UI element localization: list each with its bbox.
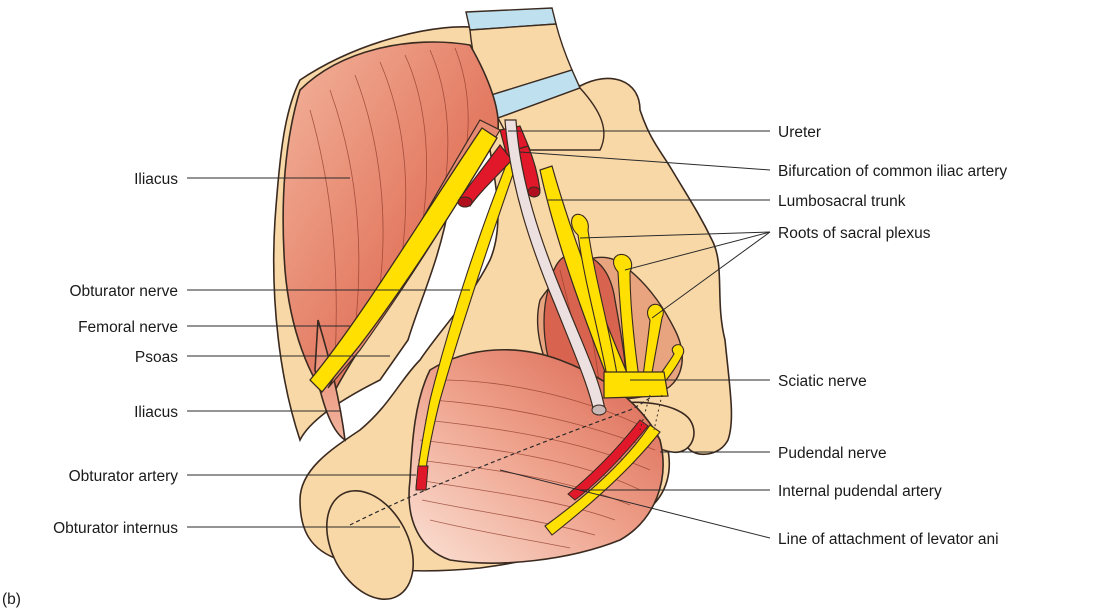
label-psoas: Psoas	[135, 349, 178, 366]
label-obturator-nerve: Obturator nerve	[69, 283, 178, 300]
panel-label: (b)	[2, 591, 21, 608]
external-iliac-artery-cut	[458, 197, 472, 207]
ureter-cut-end	[592, 405, 606, 415]
label-internal-pudendal-artery: Internal pudendal artery	[778, 483, 942, 500]
label-ureter: Ureter	[778, 124, 821, 141]
obturator-artery	[416, 466, 428, 490]
label-sciatic-nerve: Sciatic nerve	[778, 373, 867, 390]
label-iliacus-lower: Iliacus	[134, 404, 178, 421]
label-obturator-internus: Obturator internus	[53, 520, 178, 537]
label-roots-sacral-plexus: Roots of sacral plexus	[778, 225, 931, 242]
internal-iliac-artery-cut	[528, 187, 540, 197]
label-iliacus-upper: Iliacus	[134, 171, 178, 188]
label-lumbosacral-trunk: Lumbosacral trunk	[778, 193, 906, 210]
left-labels: Iliacus Obturator nerve Femoral nerve Ps…	[53, 171, 178, 537]
label-bifurcation-common-iliac-artery: Bifurcation of common iliac artery	[778, 163, 1007, 180]
label-obturator-artery: Obturator artery	[69, 468, 179, 485]
label-levator-ani-line: Line of attachment of levator ani	[778, 531, 999, 548]
label-pudendal-nerve: Pudendal nerve	[778, 445, 887, 462]
sciatic-nerve	[604, 372, 668, 398]
right-labels: Ureter Bifurcation of common iliac arter…	[778, 124, 1007, 548]
label-femoral-nerve: Femoral nerve	[78, 319, 178, 336]
